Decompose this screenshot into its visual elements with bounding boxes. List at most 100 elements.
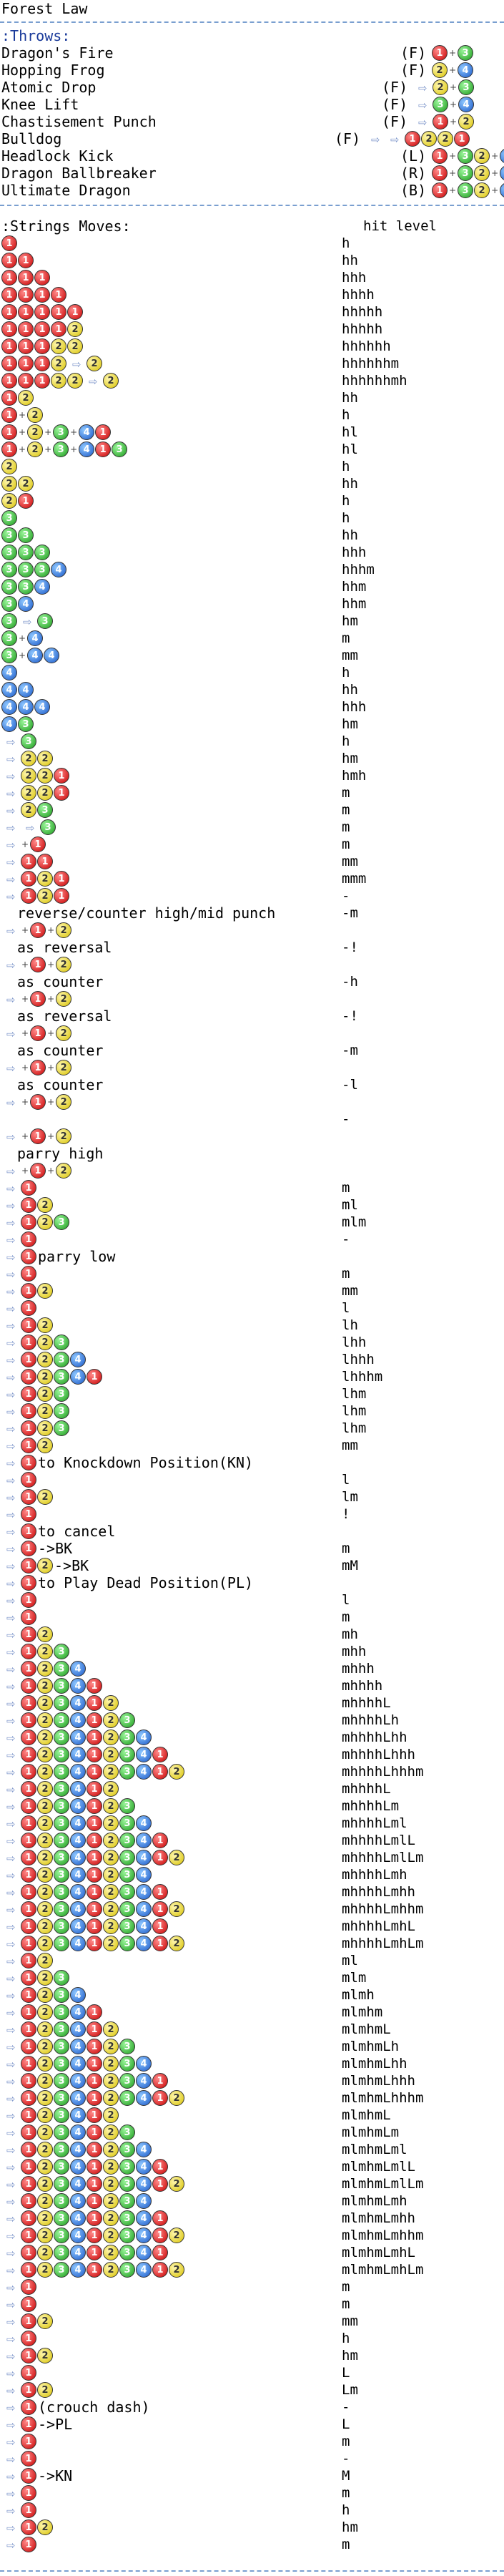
move-note: ->BK [54,1557,89,1574]
button-4-icon: 4 [500,165,504,181]
hit-level: m [342,1180,350,1196]
plus-icon: + [47,960,55,970]
button-1-icon: 1 [34,270,50,286]
button-sequence: ⇨+1+2 [1,1093,72,1111]
hit-level: m [342,819,350,835]
button-2-icon: 2 [37,1781,53,1797]
button-4-icon: 4 [136,2073,152,2089]
button-1-icon: 1 [87,2176,102,2192]
button-2-icon: 2 [103,2142,119,2157]
hit-level: mlmhmLmlL [342,2159,415,2175]
arrow-icon: ⇨ [6,1832,16,1849]
button-2-icon: 2 [27,407,44,423]
button-1-icon: 1 [1,373,17,389]
button-2-icon: 2 [37,1678,53,1694]
button-1-icon: 1 [21,1420,36,1436]
button-3-icon: 3 [53,441,69,457]
hit-level: mhhhhLhhh [342,1747,415,1762]
button-1-icon: 1 [21,2210,36,2226]
arrow-icon: ⇨ [6,2175,16,2192]
hit-level: mlmhmLm [342,2124,400,2140]
button-1-icon: 1 [95,441,112,457]
button-2-icon: 2 [103,2021,119,2037]
hit-level: mh [342,1626,358,1642]
button-3-icon: 3 [119,2210,135,2226]
button-1-icon: 1 [21,1249,36,1264]
hit-level: m [342,2434,350,2449]
button-1-icon: 1 [18,321,34,337]
button-1-icon: 1 [21,1953,36,1968]
button-3-icon: 3 [18,527,34,543]
button-2-icon: 2 [37,2021,53,2037]
button-1-icon: 1 [152,1850,168,1865]
button-1-icon: 1 [87,2090,102,2106]
button-2-icon: 2 [433,79,448,95]
arrow-icon: ⇨ [6,2158,16,2175]
hit-level: mlmhmLmlLm [342,2176,424,2192]
button-3-icon: 3 [54,2107,69,2123]
button-2-icon: 2 [56,991,72,1007]
button-3-icon: 3 [119,1850,135,1865]
button-1-icon: 1 [405,131,420,147]
button-1-icon: 1 [87,2056,102,2072]
button-2-icon: 2 [37,1987,53,2003]
button-1-icon: 1 [21,1867,36,1883]
button-sequence: ⇨1 [1,2416,36,2433]
button-4-icon: 4 [70,1884,86,1900]
button-2-icon: 2 [56,1060,72,1075]
button-3-icon: 3 [54,1420,69,1436]
button-2-icon: 2 [37,2210,53,2226]
button-1-icon: 1 [432,165,448,181]
plus-icon: + [47,925,55,935]
button-1-icon: 1 [152,2228,168,2243]
button-1-icon: 1 [21,1678,36,1694]
button-4-icon: 4 [136,1936,152,1951]
button-1-icon: 1 [21,2399,36,2415]
button-3-icon: 3 [458,79,475,95]
button-2-icon: 2 [103,2228,119,2243]
hit-level: L [342,2365,350,2381]
button-1-icon: 1 [30,922,46,938]
button-2-icon: 2 [103,2210,119,2226]
button-4-icon: 4 [1,665,17,680]
button-sequence: 1+3 [432,44,474,62]
button-3-icon: 3 [458,165,474,181]
throw-name: Bulldog [1,130,62,147]
button-2-icon: 2 [37,2073,53,2089]
divider [0,2570,504,2572]
button-1-icon: 1 [51,321,66,337]
button-1-icon: 1 [21,1489,36,1505]
arrow-icon: ⇨ [6,1694,16,1712]
hit-level: mlmhmLhhhm [342,2090,424,2106]
button-2-icon: 2 [51,338,66,354]
button-sequence: ⇨1 [1,2399,36,2416]
hit-level: -l [342,1077,358,1093]
button-1-icon: 1 [21,1283,36,1299]
hit-level: mlmhmLhh [342,2056,407,2072]
hit-level: lm [342,1489,358,1505]
arrow-icon: ⇨ [6,2296,16,2313]
move-note: ->KN [38,2467,73,2484]
plus-icon: + [47,1063,55,1073]
arrow-icon: ⇨ [6,1471,16,1488]
arrow-icon: ⇨ [6,853,16,870]
button-2-icon: 2 [103,1695,119,1711]
button-2-icon: 2 [37,2004,53,2020]
button-sequence: ⇨1 [1,2330,36,2347]
arrow-icon: ⇨ [6,1591,16,1609]
button-2-icon: 2 [103,1781,119,1797]
plus-icon: + [450,99,458,109]
button-4-icon: 4 [18,596,34,612]
arrow-icon: ⇨ [6,801,16,819]
button-4-icon: 4 [18,682,34,698]
button-sequence: ⇨1 [1,2450,36,2467]
button-2-icon: 2 [37,2382,53,2398]
button-4-icon: 4 [136,2262,152,2278]
button-3-icon: 3 [54,1678,69,1694]
